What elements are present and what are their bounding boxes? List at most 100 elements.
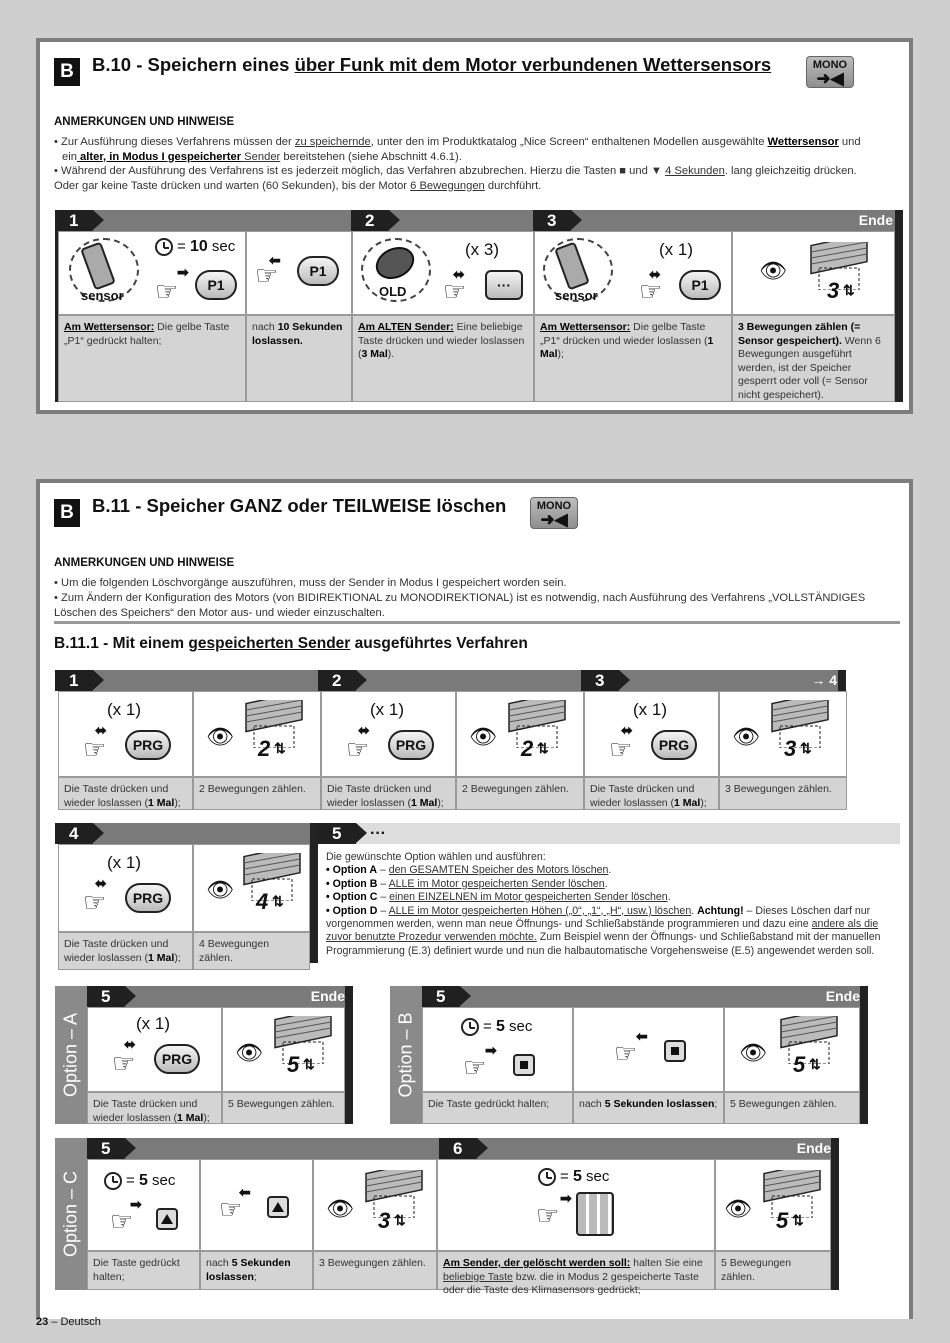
hand-icon: ☞ bbox=[609, 734, 633, 764]
note-text: Sender bbox=[241, 150, 281, 163]
hand-icon: ☞ bbox=[536, 1200, 560, 1230]
illustration-cell: 👁 5 ⇅ bbox=[222, 1007, 345, 1092]
caption: Die Taste gedrückt halten; bbox=[87, 1251, 200, 1290]
caption: nach 5 Sekunden loslassen; bbox=[573, 1092, 724, 1124]
movement-count: 3 bbox=[378, 1208, 391, 1233]
options-description: Die gewünschte Option wählen und ausführ… bbox=[326, 851, 898, 958]
caption-strong: 5 Sekunden loslassen bbox=[206, 1257, 291, 1283]
press-release-arrow-icon: ⬌ bbox=[621, 722, 633, 738]
caption-strong: 1 Mal bbox=[411, 796, 438, 809]
option-desc: Zum Beispiel wenn der Öffnungs- und Schl… bbox=[326, 931, 881, 957]
step-number: 6 bbox=[439, 1138, 488, 1159]
note-text: • Zur Ausführung dieses Verfahrens müsse… bbox=[54, 136, 295, 148]
caption: Am Wettersensor: Die gelbe Taste „P1“ ge… bbox=[58, 315, 246, 402]
caption-strong: Am Wettersensor: bbox=[540, 321, 631, 333]
step-bar: 5 Ende bbox=[87, 986, 353, 1007]
option-sep: – bbox=[377, 891, 390, 904]
caption: 3 Bewegungen zählen. bbox=[719, 777, 847, 810]
note-text: Wettersensor bbox=[767, 136, 839, 148]
caption: nach 5 Sekunden loslassen; bbox=[200, 1251, 313, 1290]
option-c-label: Option – C bbox=[55, 1138, 87, 1290]
caption-strong: 1 Mal bbox=[177, 1111, 204, 1124]
repeat-count: (x 1) bbox=[370, 700, 404, 719]
vertical-bar bbox=[345, 986, 353, 1124]
end-label: Ende bbox=[825, 988, 860, 1004]
sensor-device-icon bbox=[543, 238, 613, 302]
eye-icon: 👁 bbox=[326, 1196, 354, 1221]
caption: nach 10 Sekunden loslassen. bbox=[246, 315, 352, 402]
roller-shutter-icon bbox=[771, 700, 829, 748]
repeat-count: (x 1) bbox=[633, 700, 667, 719]
caption-text: nach bbox=[252, 321, 278, 333]
caption: Die Taste gedrückt halten; bbox=[422, 1092, 573, 1124]
b11-panel: B B.11 - Speicher GANZ oder TEILWEISE lö… bbox=[36, 479, 913, 1319]
press-arrow-icon: ➡ bbox=[485, 1042, 497, 1058]
press-arrow-icon: ➡ bbox=[177, 264, 189, 280]
divider bbox=[54, 621, 900, 624]
subtitle-underlined: gespeicherten Sender bbox=[188, 635, 351, 652]
caption-text: ); bbox=[700, 796, 707, 809]
caption: Die Taste drücken und wieder loslassen (… bbox=[321, 777, 456, 810]
caption-text: Die gelbe Taste „P1“ drücken und wieder … bbox=[540, 321, 708, 347]
option-desc: – Dieses Löschen darf nur vorgenommen we… bbox=[326, 904, 871, 931]
option-c-line: • Option C – einen EINZELNEN im Motor ge… bbox=[326, 891, 898, 904]
caption: 4 Bewegungen zählen. bbox=[193, 932, 310, 970]
up-down-arrow-icon: ⇅ bbox=[809, 1056, 821, 1072]
press-arrow-icon: ➡ bbox=[130, 1196, 142, 1212]
continuation-dots: ··· bbox=[370, 825, 386, 842]
option-name: • Option D bbox=[326, 904, 378, 917]
eye-icon: 👁 bbox=[235, 1040, 263, 1065]
subtitle-text: ausgeführtes Verfahren bbox=[350, 635, 528, 652]
step-number: 2 bbox=[318, 670, 367, 691]
roller-shutter-icon bbox=[274, 1016, 332, 1064]
press-release-arrow-icon: ⬌ bbox=[358, 722, 370, 738]
illustration-cell: sensor (x 1) ⬌ ☞ P1 bbox=[534, 231, 732, 315]
release-arrow-icon: ⬅ bbox=[636, 1028, 648, 1044]
movement-count: 5 bbox=[287, 1052, 300, 1077]
note-1: • Zur Ausführung dieses Verfahrens müsse… bbox=[54, 135, 904, 164]
step-number: 5 bbox=[87, 986, 136, 1007]
movement-count: 5 bbox=[793, 1052, 806, 1077]
note-text: alter, in Modus I gespeicherter bbox=[76, 150, 242, 163]
repeat-count: (x 1) bbox=[107, 700, 141, 719]
hand-icon: ☞ bbox=[112, 1048, 136, 1078]
seconds-value: 5 bbox=[572, 1168, 582, 1185]
option-sep: – bbox=[376, 864, 389, 877]
illustration-cell: = 5 sec ➡ ☞ bbox=[87, 1159, 200, 1251]
note-2: • Während der Ausführung des Verfahrens … bbox=[54, 164, 914, 193]
up-down-arrow-icon: ⇅ bbox=[843, 282, 855, 298]
eye-icon: 👁 bbox=[206, 877, 234, 902]
any-button-icon: ··· bbox=[485, 270, 523, 300]
step-bar: 1 2 3 Ende bbox=[55, 210, 901, 231]
up-down-arrow-icon: ⇅ bbox=[394, 1212, 406, 1228]
subsection-title: B.11.1 - Mit einem gespeicherten Sender … bbox=[54, 635, 528, 653]
stop-button-icon bbox=[664, 1040, 686, 1062]
title-underlined: über Funk mit dem Motor verbundenen Wett… bbox=[294, 54, 772, 75]
option-b-label: Option – B bbox=[390, 986, 422, 1124]
climate-sensor-keypad-icon bbox=[576, 1192, 614, 1236]
caption: Die Taste drücken und wieder loslassen (… bbox=[58, 932, 193, 970]
eye-icon: 👁 bbox=[469, 724, 497, 749]
note-text: , unter den im Produktkatalog „Nice Scre… bbox=[370, 136, 768, 148]
caption-text: Die gelbe Taste „P1“ gedrückt halten; bbox=[64, 321, 230, 347]
mono-icon: MONO ➜◀ bbox=[530, 497, 578, 529]
duration-label: = 5 sec bbox=[483, 1018, 533, 1035]
option-desc: einen EINZELNEN im Motor gespeicherten S… bbox=[389, 891, 668, 904]
end-label: Ende bbox=[310, 988, 345, 1004]
p1-button-icon: P1 bbox=[297, 256, 339, 286]
roller-shutter-icon bbox=[780, 1016, 838, 1064]
caption-text: ); bbox=[174, 796, 181, 809]
roller-shutter-icon bbox=[243, 853, 301, 901]
option-sep: – bbox=[377, 904, 389, 917]
press-release-arrow-icon: ⬌ bbox=[95, 875, 107, 891]
step-bar: 5 ··· bbox=[318, 823, 900, 844]
option-period: . bbox=[667, 891, 671, 904]
illustration-cell: (x 1)⬌☞PRG bbox=[58, 691, 193, 777]
vertical-bar bbox=[55, 210, 58, 402]
caption-strong: Am Sender, der gelöscht werden soll: bbox=[443, 1257, 631, 1269]
roller-shutter-icon bbox=[810, 242, 868, 290]
stop-button-icon bbox=[513, 1054, 535, 1076]
illustration-cell: 👁 5 ⇅ bbox=[724, 1007, 860, 1092]
caption: 5 Bewegungen zählen. bbox=[222, 1092, 345, 1124]
step-number: 3 bbox=[533, 210, 582, 231]
